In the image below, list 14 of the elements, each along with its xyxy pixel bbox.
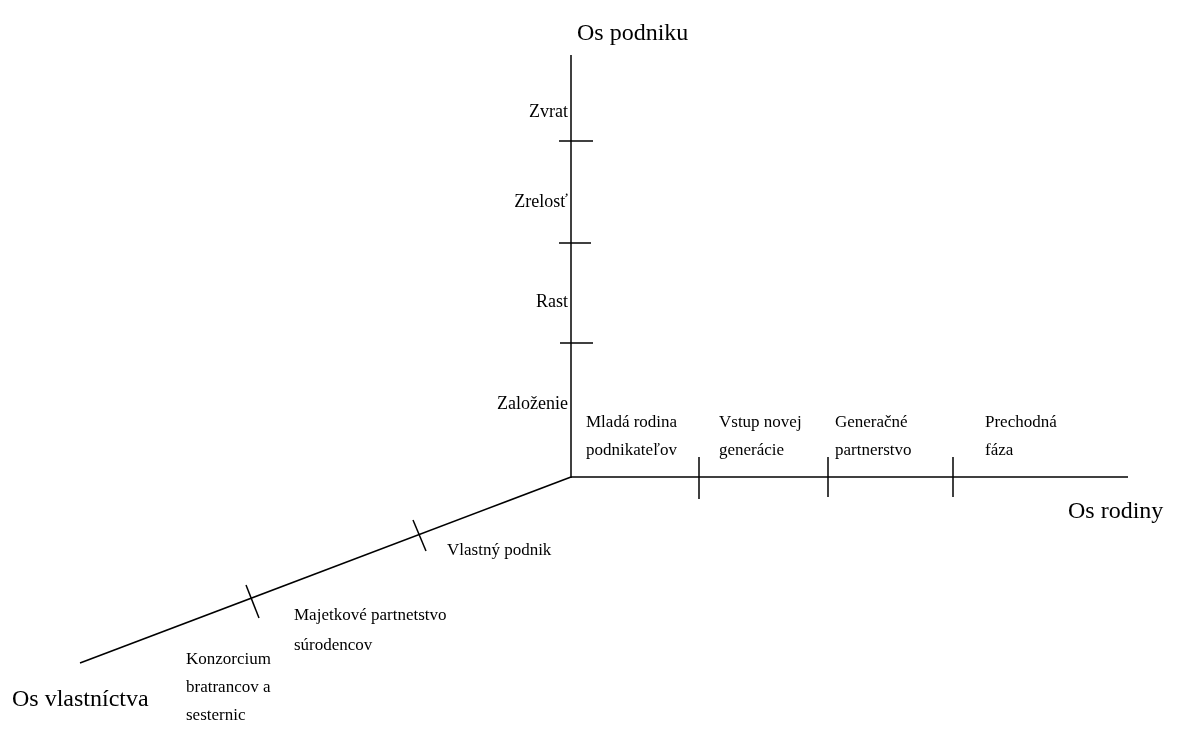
stage-label: Vstup novej generácie [719, 411, 803, 461]
axis-title: Os rodiny [1068, 496, 1164, 525]
stage-label: Mladá rodina podnikateľov [586, 411, 679, 461]
stage-label: Zrelosť [513, 190, 568, 213]
stage-label: Založenie [496, 392, 568, 415]
stage-label: Generačné partnerstvo [835, 411, 913, 461]
stage-label: Prechodná fáza [985, 411, 1058, 461]
stage-label: Rast [535, 290, 568, 313]
stage-label: Majetkové partnetstvo súrodencov [294, 604, 448, 656]
axis-title: Os vlastníctva [12, 684, 149, 713]
stage-label: Vlastný podnik [447, 539, 552, 561]
axis-title: Os podniku [577, 18, 689, 47]
stage-label: Zvrat [528, 100, 568, 123]
stage-label: Konzorcium bratrancov a sesternic [186, 648, 272, 726]
